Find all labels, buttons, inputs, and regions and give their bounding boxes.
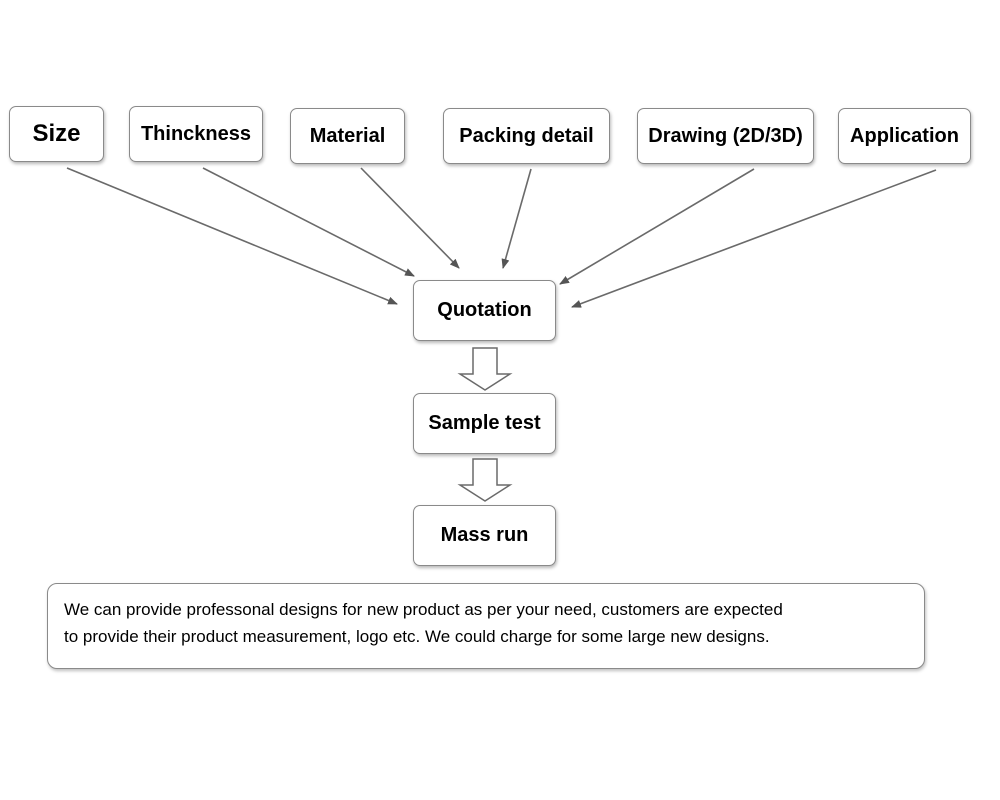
- block-arrow-sample-to-mass: [457, 458, 513, 502]
- arrow-drawing-to-quotation: [559, 168, 755, 285]
- arrow-thickness-to-quotation: [202, 167, 415, 277]
- arrow-material-to-quotation: [360, 167, 460, 269]
- input-node-label: Drawing (2D/3D): [648, 124, 803, 147]
- arrow-application-to-quotation: [571, 169, 937, 308]
- step-node-label: Mass run: [440, 524, 529, 546]
- block-arrow-quotation-to-sample: [457, 347, 513, 391]
- input-node-label: Application: [850, 124, 959, 147]
- input-node-thickness: Thinckness: [129, 106, 263, 162]
- input-node-label: Material: [309, 124, 386, 147]
- step-node-mass-run: Mass run: [413, 505, 556, 566]
- input-node-packing-detail: Packing detail: [443, 108, 610, 164]
- input-node-size: Size: [9, 106, 104, 162]
- step-node-sample-test: Sample test: [413, 393, 556, 454]
- input-node-drawing: Drawing (2D/3D): [637, 108, 814, 164]
- arrow-size-to-quotation: [66, 167, 398, 305]
- input-node-label: Size: [32, 120, 81, 147]
- arrow-packing-to-quotation: [501, 168, 532, 269]
- step-node-label: Quotation: [437, 299, 532, 321]
- input-node-label: Packing detail: [459, 124, 594, 147]
- input-node-label: Thinckness: [140, 122, 252, 145]
- input-node-material: Material: [290, 108, 405, 164]
- step-node-label: Sample test: [428, 412, 541, 434]
- step-node-quotation: Quotation: [413, 280, 556, 341]
- design-service-note: We can provide professonal designs for n…: [47, 583, 925, 669]
- input-node-application: Application: [838, 108, 971, 164]
